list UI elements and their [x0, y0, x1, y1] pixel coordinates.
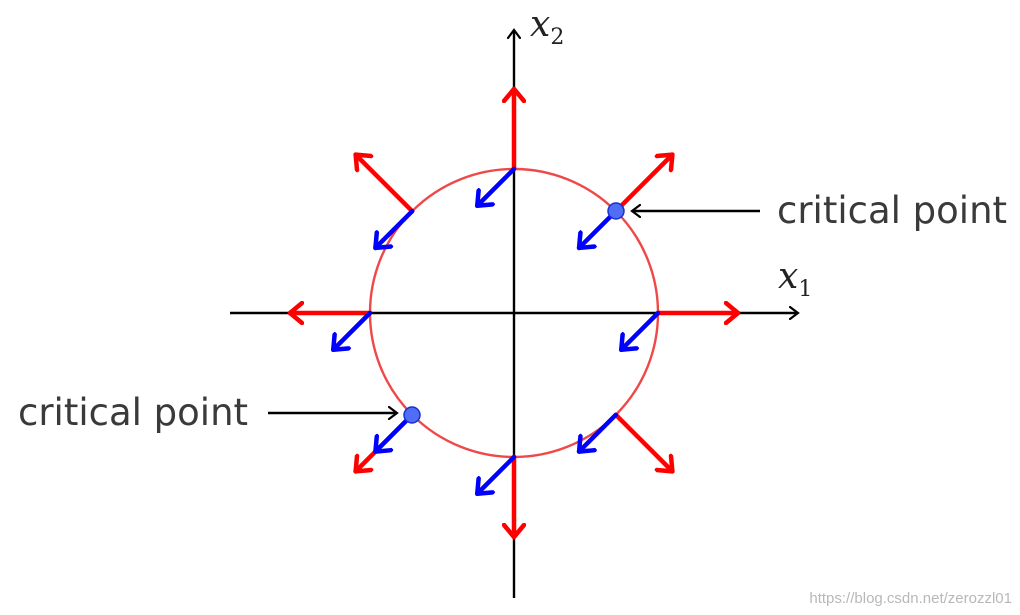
offset-arrow-west	[330, 310, 373, 353]
outward-arrow-northeast	[613, 152, 675, 214]
critical-point-upper-right	[607, 202, 625, 220]
gradient-arrows	[287, 86, 741, 540]
offset-arrow-east	[618, 310, 661, 353]
outward-arrow-northwest	[353, 152, 415, 214]
watermark: https://blog.csdn.net/zerozzl01	[809, 590, 1012, 607]
offset-arrow-south	[474, 454, 517, 497]
offset-arrow-north	[474, 166, 517, 209]
outward-arrow-southeast	[613, 412, 675, 474]
offset-arrow-northeast	[576, 208, 619, 251]
annotation-label-lower-left: critical point	[18, 391, 248, 434]
annotation-label-upper-right: critical point	[777, 189, 1007, 232]
offset-arrow-southeast	[576, 412, 619, 454]
offset-arrow-northwest	[373, 208, 415, 251]
x2-axis-label: x2	[530, 4, 564, 50]
critical-point-lower-left	[403, 406, 421, 424]
x1-axis-label: x1	[778, 256, 812, 302]
